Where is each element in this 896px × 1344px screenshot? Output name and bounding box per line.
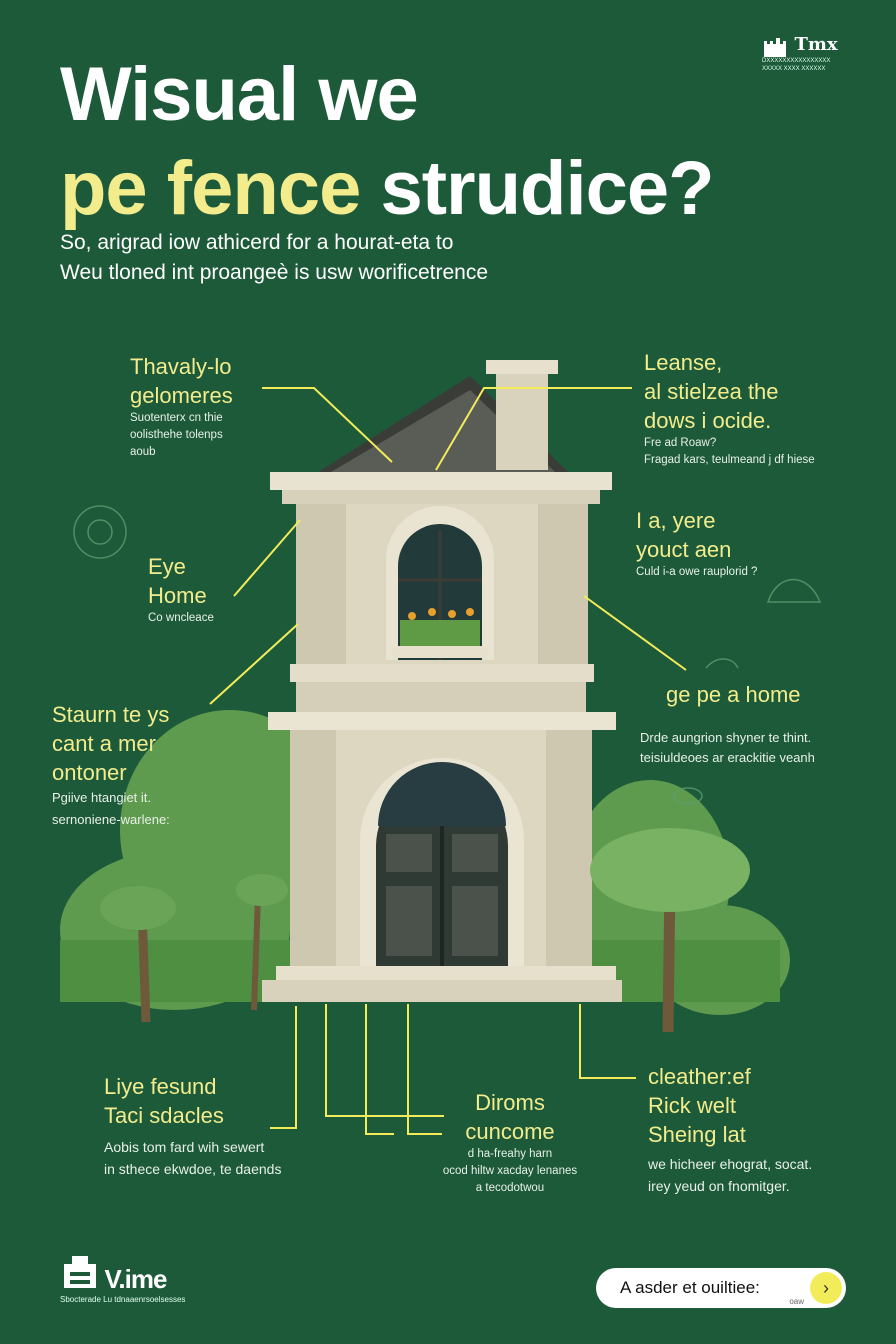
callout-note: Culd i-a owe rauplorid ? xyxy=(636,566,758,578)
callout-title: youct aen xyxy=(636,537,732,562)
callout-title: dows i ocide. xyxy=(644,408,772,433)
callout-title: I a, yere xyxy=(636,508,716,533)
callout-title: Staurn te ys xyxy=(52,702,170,727)
brand-mark: V.ime xyxy=(104,1264,167,1294)
subtitle: So, arigrad iow athicerd for a hourat-et… xyxy=(60,228,488,288)
callout-title: Leanse, xyxy=(644,350,723,375)
callout-title: gelomeres xyxy=(130,383,233,408)
subtitle-line-1: So, arigrad iow athicerd for a hourat-et… xyxy=(60,231,454,254)
callout-title: ontoner xyxy=(52,760,127,785)
callout-note: a tecodotwou xyxy=(475,1182,545,1194)
callout-bottom-right: cleather:ef Rick welt Sheing lat we hich… xyxy=(648,1062,812,1197)
callout-note: Drde aungrion shyner te thint. xyxy=(640,730,812,745)
callout-note: Suotenterx cn thie xyxy=(130,412,223,424)
callout-title: Liye fesund xyxy=(104,1074,217,1099)
cta-small-text: oaw xyxy=(789,1297,804,1306)
callout-title: Eye xyxy=(148,554,186,579)
brand-mark: Tmx xyxy=(794,34,838,55)
callout-note: Aobis tom fard wih sewert xyxy=(104,1139,265,1155)
callout-top-right: Leanse, al stielzea the dows i ocide. Fr… xyxy=(644,348,815,469)
callout-note: sernoniene-warlene: xyxy=(52,812,170,827)
callout-right-mid: I a, yere youct aen Culd i-a owe rauplor… xyxy=(636,506,757,581)
callout-note: ocod hiltw xacday lenanes xyxy=(442,1165,578,1177)
brand-subtitle: Sbocterade Lu tdnaaenrsoelsesses xyxy=(60,1295,186,1304)
callout-title: cuncome xyxy=(465,1119,555,1144)
house-icon xyxy=(60,1250,100,1295)
title-highlight: pe fence xyxy=(60,146,361,231)
title-line-2: pe fence strudice? xyxy=(60,142,715,236)
callout-note: irey yeud on fnomitger. xyxy=(648,1178,790,1194)
callout-note: aoub xyxy=(130,446,156,458)
callout-title: al stielzea the xyxy=(644,379,779,404)
trees xyxy=(100,828,750,1033)
callout-note: Pgiive htangiet it. xyxy=(52,790,152,805)
title-line-1: Wisual we xyxy=(60,52,419,137)
callout-title: Sheing lat xyxy=(648,1122,746,1147)
callout-title: cleather:ef xyxy=(648,1064,751,1089)
cta-label: A asder et ouiltiee: xyxy=(620,1278,760,1297)
callout-title: Taci sdacles xyxy=(104,1103,224,1128)
callout-bottom-left: Liye fesund Taci sdacles Aobis tom fard … xyxy=(104,1072,281,1180)
callout-top-left: Thavaly-lo gelomeres Suotenterx cn thie … xyxy=(130,352,233,461)
callout-title: cant a mer xyxy=(52,731,156,756)
castle-icon xyxy=(762,35,790,57)
callout-note: teisiuldeoes ar erackitie veanh xyxy=(640,750,815,765)
brand-logo-top: Tmx DXXXXXXXXXXXXXXXX XXXXX XXXX XXXXXX xyxy=(762,34,858,73)
callout-note: in sthece ekwdoe, te daends xyxy=(104,1161,282,1177)
chevron-right-icon[interactable]: › xyxy=(810,1272,842,1304)
callout-left-mid: Staurn te ys cant a mer ontoner Pgiive h… xyxy=(52,700,170,831)
callout-bottom-center: Diroms cuncome d ha-freahy harn ocod hil… xyxy=(430,1088,590,1197)
subtitle-line-2: Weu tloned int proangeè is usw worificet… xyxy=(60,261,489,284)
callout-note: Fre ad Roaw? xyxy=(644,437,717,449)
callout-title: Rick welt xyxy=(648,1093,737,1118)
callout-right-home-notes: Drde aungrion shyner te thint. teisiulde… xyxy=(640,728,815,768)
callout-title: Diroms xyxy=(475,1090,545,1115)
brand-logo-bottom: V.ime Sbocterade Lu tdnaaenrsoelsesses xyxy=(60,1250,185,1304)
callout-note: we hicheer ehograt, socat. xyxy=(648,1156,813,1172)
title-rest: strudice? xyxy=(360,146,714,231)
cta-button[interactable]: A asder et ouiltiee: oaw › xyxy=(596,1268,846,1308)
brand-line-2: XXXXX XXXX XXXXXX xyxy=(762,65,826,72)
callout-note: Co wncleace xyxy=(148,612,214,624)
callout-eye-home: Eye Home Co wncleace xyxy=(148,552,214,627)
callout-note: oolisthehe tolenps xyxy=(130,429,223,441)
brand-line-1: DXXXXXXXXXXXXXXXX xyxy=(762,57,831,64)
callout-note: Fragad kars, teulmeand j df hiese xyxy=(644,454,815,466)
callout-title: ge pe a home xyxy=(666,682,801,707)
bushes xyxy=(60,710,790,1015)
callout-note: d ha-freahy harn xyxy=(467,1148,553,1160)
callout-lines xyxy=(209,387,687,1135)
callout-title: Home xyxy=(148,583,207,608)
callout-right-home: ge pe a home xyxy=(666,680,801,709)
page-title: Wisual we pe fence strudice? xyxy=(60,48,715,236)
callout-title: Thavaly-lo xyxy=(130,354,232,379)
